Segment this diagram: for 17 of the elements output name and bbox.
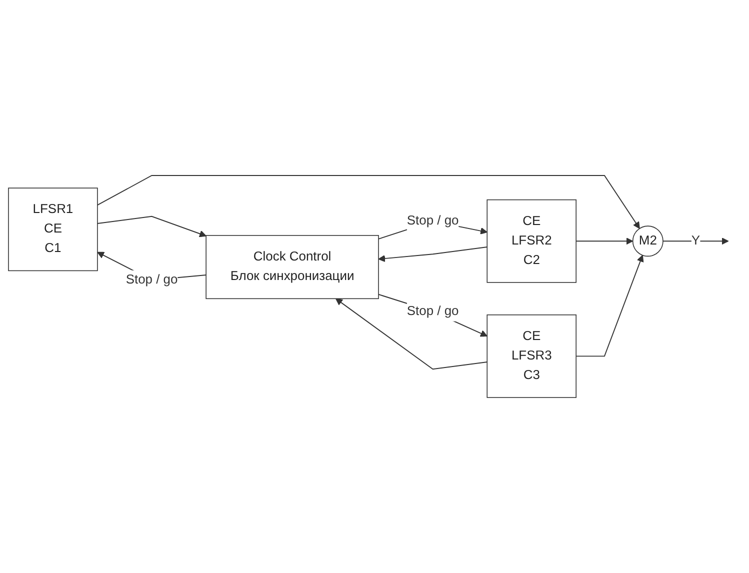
- edge-label: Stop / go: [406, 304, 459, 318]
- arrow: [378, 294, 488, 337]
- arrow: [576, 254, 644, 357]
- node-box: Clock Control Блок синхронизации: [206, 235, 379, 300]
- arrow: [335, 298, 488, 370]
- arrow: [662, 238, 729, 245]
- arrow: [576, 238, 634, 245]
- node-box: LFSR1 CE C1: [8, 188, 98, 272]
- edge-label: Stop / go: [126, 272, 178, 286]
- arrow: [96, 175, 640, 229]
- node-box: CE LFSR3 C3: [486, 314, 576, 398]
- node-box: CE LFSR2 C2: [486, 199, 576, 283]
- edge-label: Stop / go: [406, 214, 459, 228]
- edge-label: Y: [691, 234, 700, 248]
- arrow: [96, 216, 206, 238]
- node-circle: M2: [632, 226, 664, 257]
- arrow: [378, 246, 488, 262]
